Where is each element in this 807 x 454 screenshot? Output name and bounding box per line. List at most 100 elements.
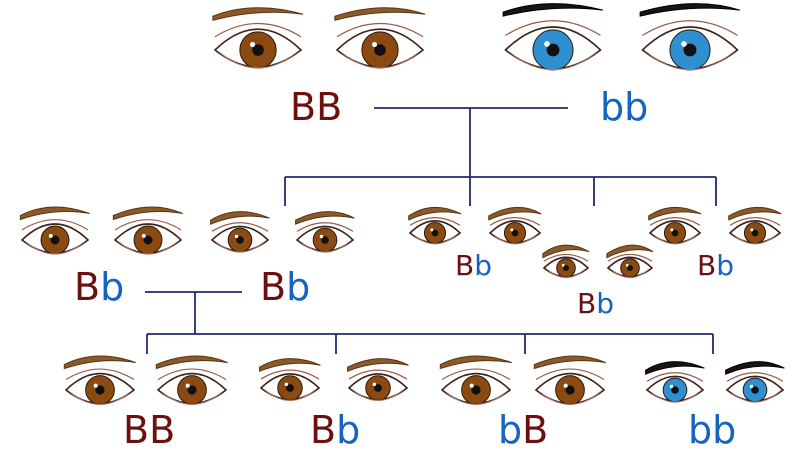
- eyebrow: [63, 355, 136, 370]
- allele-1: b: [688, 408, 713, 452]
- eyelid-crease: [607, 253, 653, 262]
- eye-pair-child-3: [408, 206, 542, 245]
- pupil: [236, 236, 244, 244]
- lower-lid: [340, 51, 420, 69]
- eyelid-crease: [642, 20, 738, 36]
- eyelid-crease: [260, 369, 320, 380]
- pupil: [546, 43, 560, 57]
- eye-highlight: [563, 383, 568, 388]
- eye-highlight: [93, 383, 98, 388]
- eye: [439, 355, 512, 405]
- eyelid-crease: [649, 217, 701, 226]
- pupil: [252, 44, 264, 56]
- eyebrow: [347, 358, 409, 372]
- eye-pair-grandchild-4: [645, 361, 785, 403]
- eye-highlight: [250, 42, 256, 48]
- eye-pair-grandchild-3: [439, 355, 606, 405]
- eyebrow: [212, 7, 304, 21]
- lower-lid: [218, 51, 298, 69]
- eyelid-crease: [65, 368, 135, 381]
- pupil: [671, 229, 679, 237]
- eye: [488, 206, 542, 245]
- pupil: [565, 385, 575, 395]
- eyebrow: [439, 355, 512, 370]
- eyelid-crease: [535, 368, 605, 381]
- allele-1: B: [697, 249, 717, 282]
- pupil: [95, 385, 105, 395]
- eyebrow: [155, 355, 228, 370]
- allele-2: B: [316, 85, 343, 129]
- genotype-label-child-3: Bb: [455, 252, 492, 280]
- eyebrow: [210, 211, 270, 225]
- eye: [259, 358, 321, 401]
- lower-lid: [509, 51, 597, 71]
- eye-pair-child-4: [542, 244, 654, 279]
- eye: [19, 206, 90, 255]
- allele-2: b: [336, 408, 361, 452]
- lower-lid: [118, 241, 178, 255]
- eye-highlight: [141, 233, 146, 238]
- lower-lid: [264, 389, 316, 401]
- eyelid-crease: [214, 22, 302, 38]
- eyebrow: [295, 211, 355, 225]
- eyebrow: [639, 3, 741, 17]
- lower-lid: [215, 241, 265, 253]
- eye-highlight: [372, 382, 377, 387]
- eyelid-crease: [489, 217, 541, 226]
- eye: [606, 244, 654, 279]
- lower-lid: [539, 391, 601, 405]
- lower-lid: [733, 234, 777, 245]
- eye: [408, 206, 462, 245]
- eyebrow: [259, 358, 321, 372]
- lower-lid: [413, 234, 457, 245]
- eyebrow: [606, 244, 654, 259]
- eye-highlight: [561, 263, 565, 267]
- eyebrow: [728, 206, 782, 221]
- allele-1: B: [577, 287, 597, 320]
- eye-highlight: [430, 228, 434, 232]
- pupil: [143, 235, 153, 245]
- eye: [155, 355, 228, 405]
- eyelid-crease: [211, 222, 269, 232]
- genotype-label-grandchild-1: BB: [123, 411, 175, 449]
- lower-lid: [300, 241, 350, 253]
- eyelid-crease: [296, 222, 354, 232]
- eye: [210, 211, 270, 253]
- allele-2: b: [712, 408, 737, 452]
- eye: [533, 355, 606, 405]
- eye-pair-child-5: [648, 206, 782, 245]
- pupil: [751, 229, 759, 237]
- lower-lid: [161, 391, 223, 405]
- eye-pair-child-2: [210, 211, 355, 253]
- pupil: [683, 43, 697, 57]
- eyebrow: [488, 206, 542, 221]
- allele-2: b: [474, 249, 492, 282]
- lower-lid: [445, 391, 507, 405]
- lower-lid: [646, 51, 734, 71]
- eye: [63, 355, 136, 405]
- genotype-label-child-1: Bb: [74, 268, 124, 306]
- eyelid-crease: [21, 219, 89, 231]
- eye-highlight: [681, 41, 687, 47]
- eye-highlight: [319, 234, 324, 239]
- allele-1: B: [260, 265, 287, 309]
- eye-highlight: [625, 263, 629, 267]
- pupil: [511, 229, 519, 237]
- pupil: [671, 386, 679, 394]
- lower-lid: [493, 234, 537, 245]
- eye-pair-grandchild-2: [259, 358, 409, 401]
- eye-highlight: [669, 384, 674, 389]
- eye-pair-child-1: [19, 206, 183, 255]
- genotype-label-parent-a: BB: [290, 88, 342, 126]
- allele-2: B: [522, 408, 549, 452]
- eye: [347, 358, 409, 401]
- eye-highlight: [48, 233, 53, 238]
- lower-lid: [653, 234, 697, 245]
- allele-1: B: [123, 408, 150, 452]
- genotype-label-child-4: Bb: [577, 290, 614, 318]
- lower-lid: [69, 391, 131, 405]
- eyebrow: [408, 206, 462, 221]
- eyebrow: [645, 361, 705, 375]
- eye: [648, 206, 702, 245]
- pupil: [374, 44, 386, 56]
